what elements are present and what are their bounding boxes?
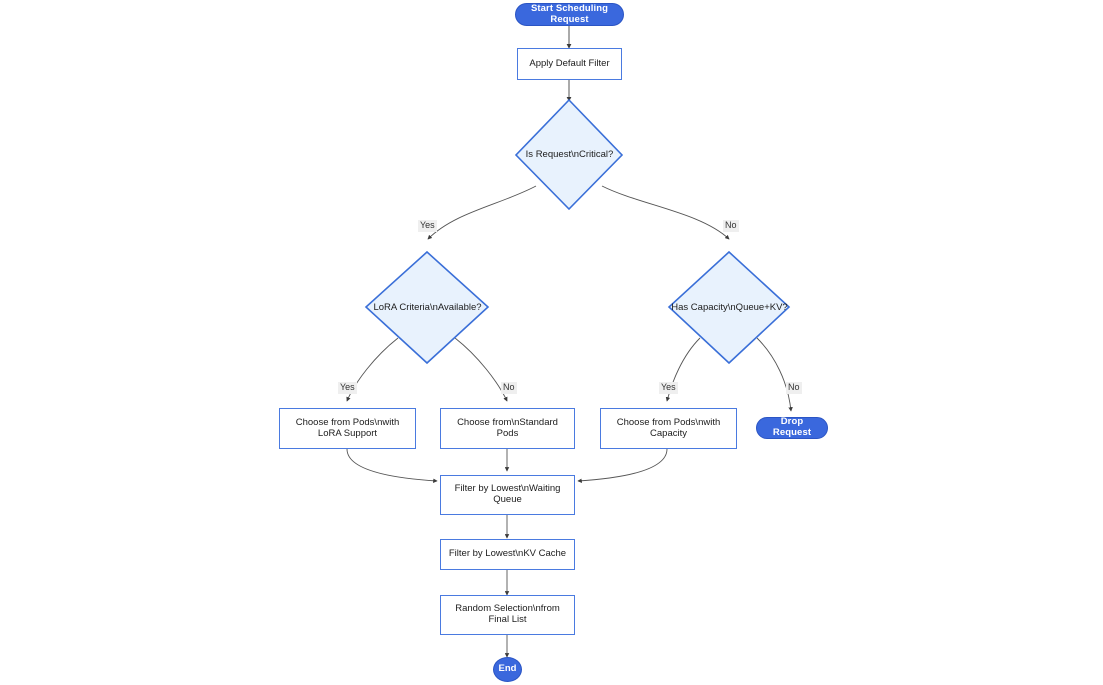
node-random-selection-line1: Random Selection\nfrom bbox=[455, 603, 560, 615]
edge-lora-no-to-choose-standard bbox=[454, 337, 508, 402]
edge-lora-yes-to-choose-lora bbox=[346, 337, 399, 402]
node-random-selection-line2: Final List bbox=[488, 614, 527, 625]
node-choose-capacity-pods[interactable]: Choose from Pods\nwith Capacity bbox=[600, 408, 737, 449]
edge-critical-yes-to-lora bbox=[427, 185, 537, 240]
node-drop-request[interactable]: Drop Request bbox=[756, 416, 828, 439]
node-choose-standard-pods[interactable]: Choose from\nStandard Pods bbox=[440, 408, 575, 449]
node-end-label: End bbox=[498, 663, 517, 675]
node-filter-waiting-queue-line2: Queue bbox=[493, 494, 522, 505]
edge-label-critical-no: No bbox=[723, 220, 739, 232]
node-lora-criteria-available[interactable]: LoRA Criteria\nAvailable? bbox=[366, 252, 489, 364]
node-filter-kv-cache-label: Filter by Lowest\nKV Cache bbox=[448, 548, 567, 560]
node-choose-lora-pods[interactable]: Choose from Pods\nwith LoRA Support bbox=[279, 408, 416, 449]
node-is-request-critical-label: Is Request\nCritical? bbox=[525, 148, 614, 160]
node-apply-default-filter-label: Apply Default Filter bbox=[529, 57, 610, 69]
node-filter-waiting-queue-line1: Filter by Lowest\nWaiting bbox=[454, 483, 561, 495]
node-drop-request-label: Drop Request bbox=[772, 416, 812, 438]
edge-label-lora-yes: Yes bbox=[338, 382, 357, 394]
edge-label-critical-yes: Yes bbox=[418, 220, 437, 232]
edge-critical-no-to-capacity bbox=[601, 185, 730, 240]
edge-label-capacity-yes: Yes bbox=[659, 382, 678, 394]
decision-shape-has-capacity bbox=[667, 250, 791, 365]
edge-choose-lora-to-filter-queue bbox=[346, 448, 438, 484]
node-choose-standard-pods-line1: Choose from\nStandard bbox=[457, 416, 558, 428]
node-random-selection[interactable]: Random Selection\nfrom Final List bbox=[440, 595, 575, 635]
decision-shape-lora-criteria bbox=[364, 250, 490, 365]
node-choose-capacity-pods-line1: Choose from Pods\nwith bbox=[616, 416, 721, 428]
node-filter-kv-cache[interactable]: Filter by Lowest\nKV Cache bbox=[440, 539, 575, 570]
node-choose-lora-pods-line2: LoRA Support bbox=[317, 427, 378, 439]
node-has-capacity-label: Has Capacity\nQueue+KV? bbox=[671, 301, 788, 313]
decision-shape-is-request-critical bbox=[514, 98, 624, 211]
node-start[interactable]: Start Scheduling Request bbox=[515, 3, 624, 26]
edge-label-lora-no: No bbox=[501, 382, 517, 394]
node-choose-standard-pods-line2: Pods bbox=[496, 427, 519, 439]
node-choose-capacity-pods-line2: Capacity bbox=[650, 427, 687, 439]
edge-capacity-no-to-drop bbox=[756, 337, 793, 412]
node-lora-criteria-available-label: LoRA Criteria\nAvailable? bbox=[373, 301, 482, 313]
node-end[interactable]: End bbox=[493, 657, 522, 682]
node-start-label: Start Scheduling Request bbox=[530, 2, 609, 25]
node-choose-lora-pods-line1: Choose from Pods\nwith bbox=[295, 416, 400, 428]
edge-label-capacity-no: No bbox=[786, 382, 802, 394]
node-is-request-critical[interactable]: Is Request\nCritical? bbox=[516, 100, 623, 210]
edge-capacity-yes-to-choose-capacity bbox=[665, 337, 701, 402]
node-filter-waiting-queue[interactable]: Filter by Lowest\nWaiting Queue bbox=[440, 475, 575, 515]
node-apply-default-filter[interactable]: Apply Default Filter bbox=[517, 48, 622, 80]
edge-choose-capacity-to-filter-queue bbox=[577, 448, 668, 484]
node-has-capacity[interactable]: Has Capacity\nQueue+KV? bbox=[669, 252, 790, 364]
